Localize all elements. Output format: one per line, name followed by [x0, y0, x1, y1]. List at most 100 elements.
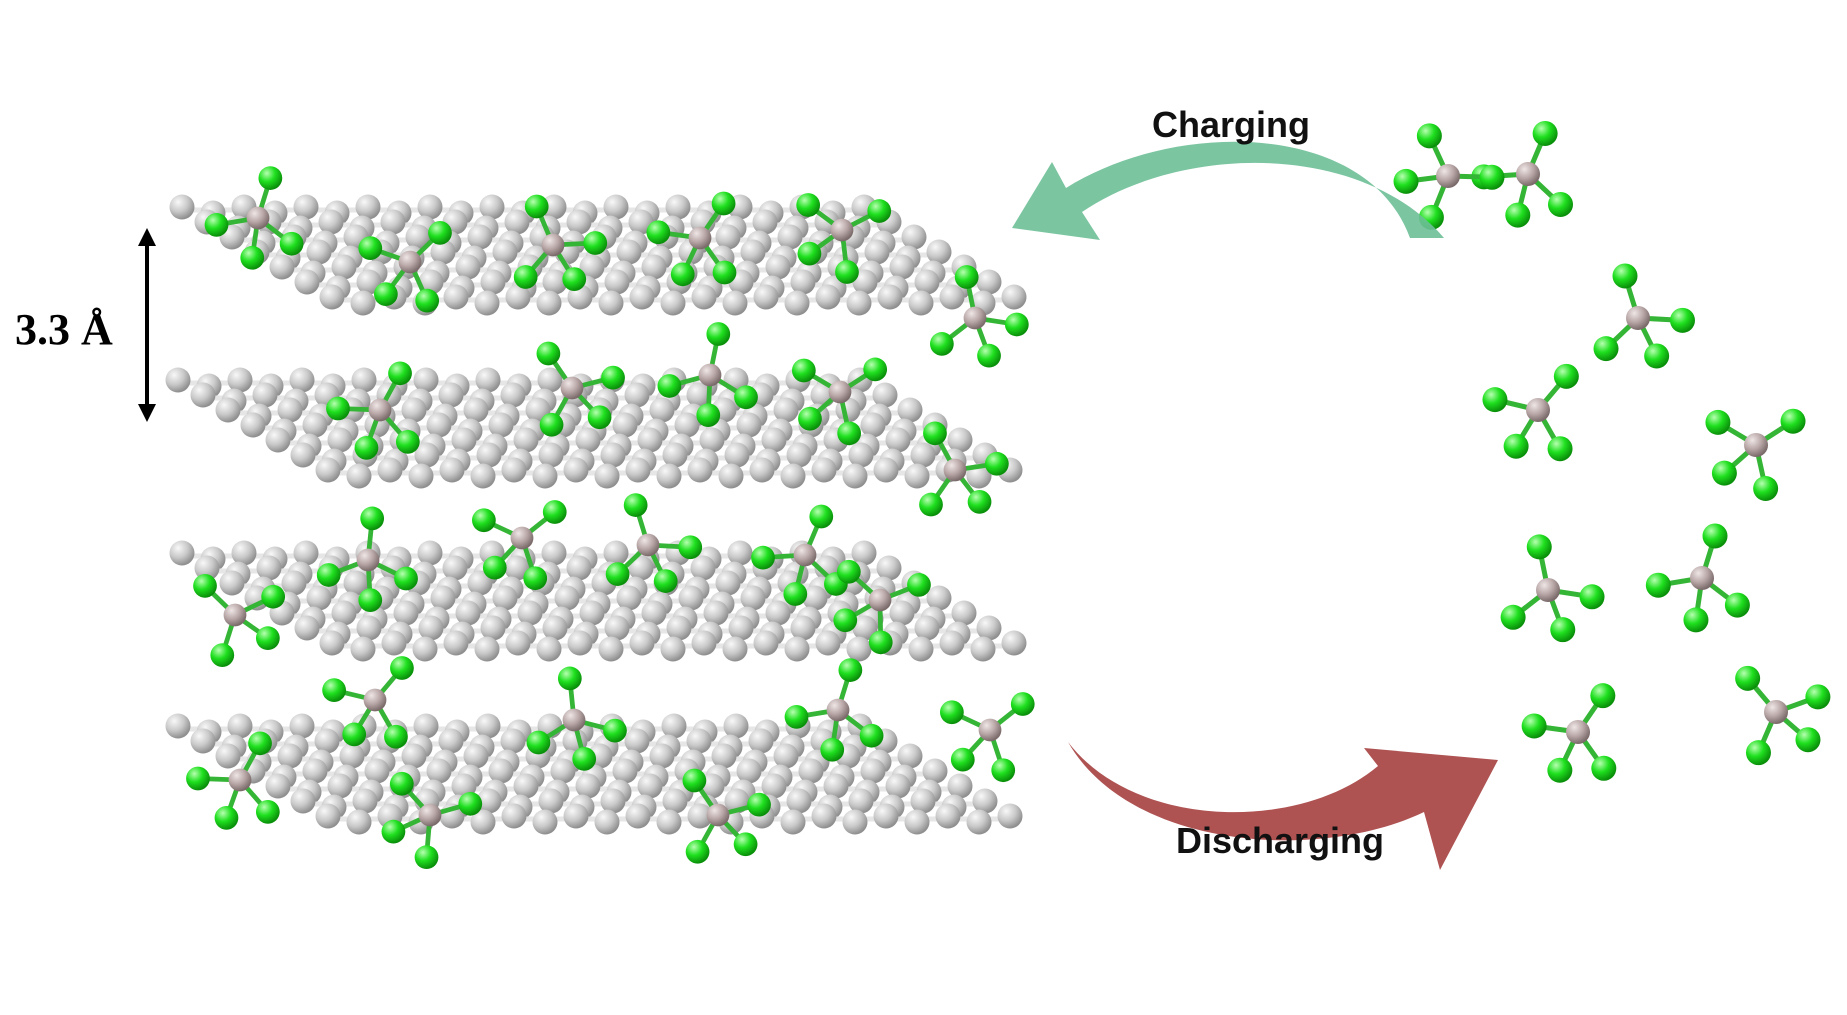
carbon-atom [401, 743, 427, 769]
carbon-atom [475, 713, 501, 739]
carbon-atom [715, 570, 741, 596]
carbon-atom [356, 269, 382, 295]
ligand-atom [1416, 123, 1442, 149]
ligand-atom [1010, 692, 1035, 716]
intercalated-anion [751, 504, 848, 606]
central-atom [560, 376, 584, 400]
carbon-atom [939, 284, 965, 310]
carbon-atom [536, 290, 562, 316]
carbon-atom [976, 615, 1002, 641]
ligand-atom [907, 572, 931, 597]
ligand-atom [1482, 387, 1508, 413]
central-atom [1764, 700, 1788, 724]
ligand-atom [524, 194, 549, 219]
carbon-atom [215, 397, 241, 423]
carbon-atom [773, 743, 799, 769]
ligand-atom [859, 723, 884, 748]
carbon-atom [231, 540, 257, 566]
carbon-atom [408, 463, 434, 489]
carbon-atom [293, 540, 319, 566]
carbon-atom [356, 615, 382, 641]
carbon-atom [541, 540, 567, 566]
intercalated-anion [472, 500, 567, 591]
carbon-atom [660, 636, 686, 662]
carbon-atom [784, 636, 810, 662]
carbon-atom [662, 442, 688, 468]
carbon-atom [350, 636, 376, 662]
carbon-atom [538, 788, 564, 814]
central-atom [510, 526, 534, 550]
ligand-atom [1393, 168, 1419, 194]
graphene-layer [169, 194, 1027, 316]
free-anions [1393, 120, 1831, 783]
carbon-atom [889, 254, 915, 280]
carbon-atom [480, 615, 506, 641]
carbon-atom [505, 630, 531, 656]
ligand-atom [954, 265, 979, 289]
carbon-atom [722, 636, 748, 662]
free-anion [1471, 120, 1574, 228]
carbon-atom [563, 457, 589, 483]
carbon-atom [846, 290, 872, 316]
carbon-atom [401, 397, 427, 423]
ligand-atom [682, 768, 707, 793]
ligand-atom [1500, 604, 1526, 630]
ligand-atom [950, 747, 975, 772]
carbon-atom [811, 457, 837, 483]
carbon-atom [294, 615, 320, 641]
carbon-atom [736, 412, 762, 438]
carbon-atom [227, 367, 253, 393]
carbon-atom [319, 630, 345, 656]
carbon-atom [786, 442, 812, 468]
carbon-atom [872, 382, 898, 408]
ligand-atom [279, 231, 304, 256]
ligand-atom [240, 245, 265, 270]
carbon-atom [488, 412, 514, 438]
central-atom [826, 698, 850, 722]
carbon-atom [727, 540, 753, 566]
carbon-atom [686, 728, 712, 754]
carbon-atom [256, 555, 282, 581]
carbon-atom [624, 382, 650, 408]
carbon-atom [532, 809, 558, 835]
ligand-atom [1669, 307, 1695, 333]
central-atom [636, 533, 660, 557]
carbon-atom [598, 290, 624, 316]
carbon-atom [687, 803, 713, 829]
carbon-atom [504, 555, 530, 581]
carbon-atom [438, 382, 464, 408]
carbon-atom [194, 555, 220, 581]
carbon-atom [926, 585, 952, 611]
ligand-atom [316, 563, 341, 587]
carbon-atom [455, 254, 481, 280]
discharging-arrow-body [1068, 742, 1498, 870]
carbon-atom [252, 382, 278, 408]
central-atom [943, 458, 967, 482]
carbon-atom [165, 713, 191, 739]
carbon-atom [798, 758, 824, 784]
central-atom [1626, 306, 1650, 330]
carbon-atom [842, 463, 868, 489]
intercalated-anion [358, 221, 452, 313]
ligand-atom [1503, 433, 1529, 459]
central-atom [963, 306, 987, 330]
carbon-atom [594, 809, 620, 835]
ligand-atom [747, 792, 771, 817]
ligand-atom [204, 212, 229, 237]
carbon-atom [566, 555, 592, 581]
carbon-atom [761, 773, 787, 799]
carbon-atom [765, 254, 791, 280]
ligand-atom [696, 403, 721, 428]
carbon-atom [439, 457, 465, 483]
carbon-atom [901, 224, 927, 250]
carbon-atom [492, 239, 518, 265]
carbon-atom [815, 630, 841, 656]
ligand-atom [354, 435, 379, 460]
ligand-atom [820, 737, 845, 762]
intercalated-anions [186, 166, 1035, 870]
ligand-atom [809, 504, 834, 529]
carbon-atom [624, 728, 650, 754]
ligand-atom [1004, 312, 1029, 337]
ligand-atom [1479, 164, 1505, 190]
ligand-atom [415, 288, 440, 313]
